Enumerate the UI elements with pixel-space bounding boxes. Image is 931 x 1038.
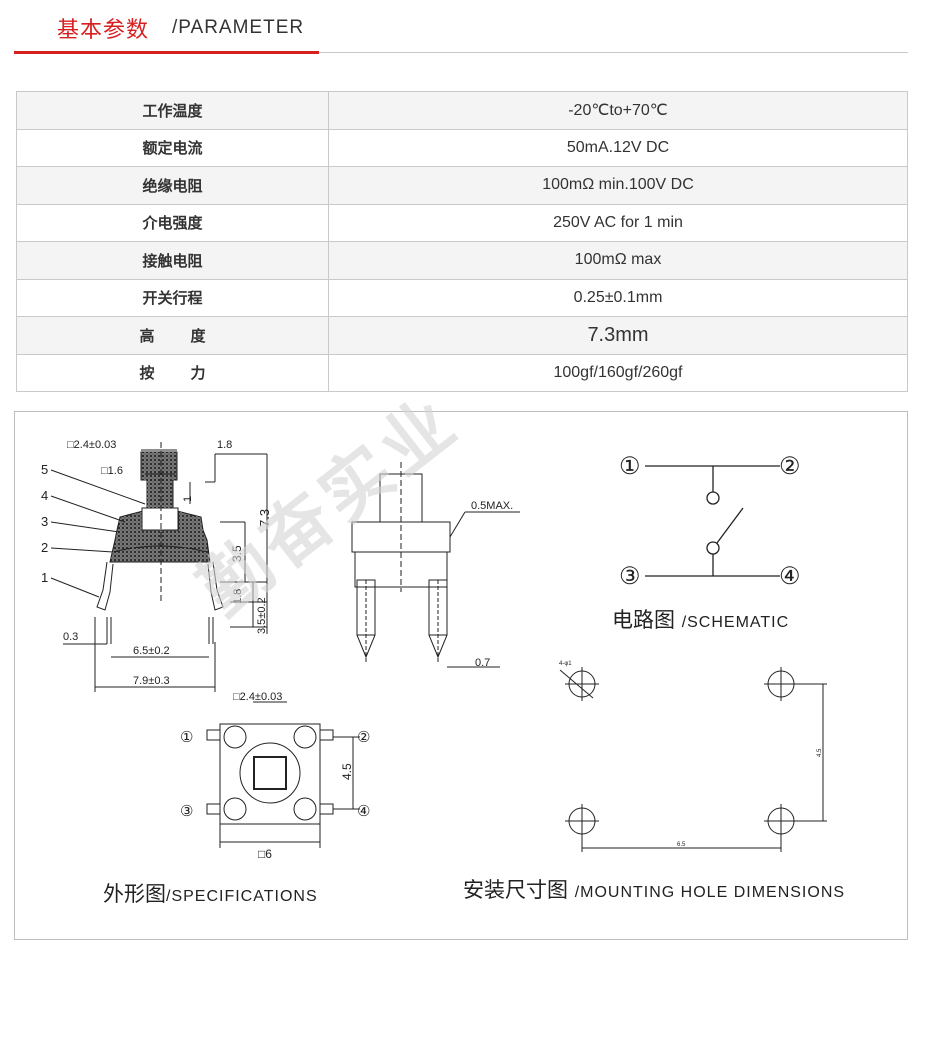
dim-label: □1.6: [101, 465, 123, 477]
schematic-pins: ① ② ③ ④: [619, 453, 801, 590]
mount-caption-en: /MOUNTING HOLE DIMENSIONS: [574, 884, 846, 901]
param-value: 100gf/160gf/260gf: [328, 353, 908, 392]
pin-label: ①: [180, 729, 193, 746]
header-divider: [14, 52, 908, 53]
specifications-caption: 外形图/SPECIFICATIONS: [103, 878, 318, 908]
dim-label: 4-φ1: [559, 661, 572, 667]
pin-label: ④: [357, 803, 370, 820]
front-view-labels: 0.5MAX. 0.7: [471, 500, 513, 669]
pin-label: ④: [779, 563, 801, 590]
schematic-caption-cn: 电路图: [612, 608, 675, 632]
dim-label: 1.8: [217, 439, 232, 451]
dim-label: 3.5: [230, 545, 244, 562]
section-title-cn: 基本参数: [57, 18, 150, 43]
part-number: 1: [41, 570, 48, 585]
dim-label: 0.3: [63, 631, 78, 643]
schematic-caption-en: /SCHEMATIC: [681, 614, 790, 631]
param-value: 50mA.12V DC: [328, 128, 908, 167]
dim-label: 0.7: [475, 657, 490, 669]
param-key: 额定电流: [16, 128, 329, 167]
mounting-caption: 安装尺寸图 /MOUNTING HOLE DIMENSIONS: [463, 874, 845, 904]
param-key: 接触电阻: [16, 241, 329, 280]
spec-caption-en: /SPECIFICATIONS: [166, 888, 318, 905]
param-value: -20℃to+70℃: [328, 91, 908, 130]
dim-label: 4.5: [340, 763, 354, 780]
dim-label: □6: [258, 847, 272, 861]
dim-label: 4.5: [817, 748, 823, 757]
side-view-drawing: [50, 442, 268, 692]
mounting-labels: 4-φ1 4.5 6.5: [559, 661, 823, 848]
param-key: 高度: [16, 316, 329, 355]
section-title-en: /PARAMETER: [172, 17, 305, 38]
pin-label: ②: [779, 453, 801, 480]
param-key: 工作温度: [16, 91, 329, 130]
header-accent-bar: [14, 51, 319, 54]
front-view-drawing: [351, 462, 520, 668]
dim-label: □2.4±0.03: [233, 691, 282, 703]
param-value: 0.25±0.1mm: [328, 278, 908, 317]
param-value: 100mΩ min.100V DC: [328, 166, 908, 205]
top-view-drawing: [206, 701, 360, 848]
param-key: 介电强度: [16, 203, 329, 242]
dim-label: 7.3: [257, 509, 272, 527]
technical-drawing: □2.4±0.03 □1.6 1.8 1 7.3 3.5 1.8 3.5±0.2…: [41, 439, 827, 861]
part-number: 2: [41, 540, 48, 555]
param-value: 250V AC for 1 min: [328, 203, 908, 242]
side-view-labels: □2.4±0.03 □1.6 1.8 1 7.3 3.5 1.8 3.5±0.2…: [41, 439, 272, 687]
part-number: 4: [41, 488, 48, 503]
spec-caption-cn: 外形图: [103, 882, 166, 906]
dim-label: 6.5: [677, 842, 686, 848]
technical-drawing-panel: □2.4±0.03 □1.6 1.8 1 7.3 3.5 1.8 3.5±0.2…: [14, 411, 908, 940]
part-number: 5: [41, 462, 48, 477]
dim-label: 6.5±0.2: [133, 645, 170, 657]
mounting-holes-drawing: [559, 667, 827, 852]
table-row: 工作温度-20℃to+70℃: [16, 91, 908, 130]
pin-label: ①: [619, 453, 641, 480]
param-key: 开关行程: [16, 278, 329, 317]
mount-caption-cn: 安装尺寸图: [463, 878, 568, 902]
part-number: 3: [41, 514, 48, 529]
dim-label: 3.5±0.2: [256, 597, 268, 634]
param-key: 绝缘电阻: [16, 166, 329, 205]
dim-label: 7.9±0.3: [133, 675, 170, 687]
section-header: 基本参数 /PARAMETER: [0, 0, 931, 56]
dim-label: □2.4±0.03: [67, 439, 116, 451]
schematic-caption: 电路图 /SCHEMATIC: [612, 604, 789, 634]
schematic-drawing: [645, 465, 780, 577]
pin-label: ③: [180, 803, 193, 820]
pin-label: ③: [619, 563, 641, 590]
dim-label: 1.8: [232, 589, 244, 604]
top-view-labels: □2.4±0.03 4.5 □6 ① ② ③ ④: [180, 691, 370, 861]
param-value: 7.3mm: [328, 316, 908, 355]
dim-label: 1: [182, 496, 194, 502]
param-key: 按力: [16, 353, 329, 392]
pin-label: ②: [357, 729, 370, 746]
param-value: 100mΩ max: [328, 241, 908, 280]
dim-label: 0.5MAX.: [471, 500, 513, 512]
